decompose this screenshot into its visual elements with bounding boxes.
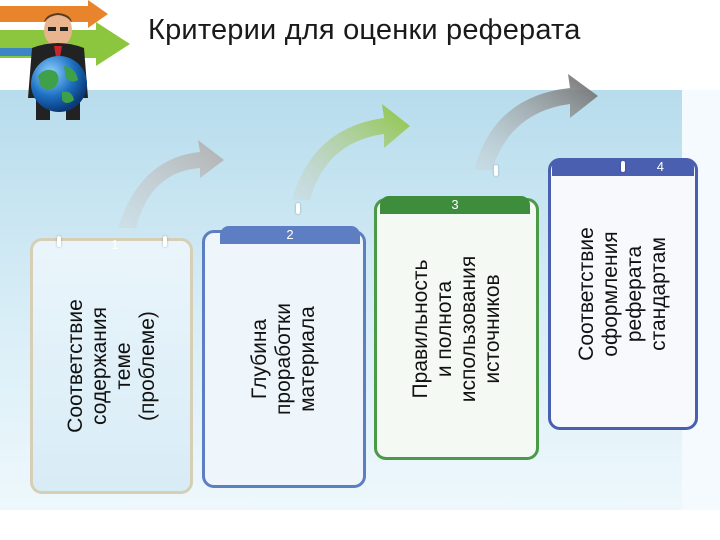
arrow-icon [292,104,410,200]
step-number-1: 1 [111,237,119,252]
pin-icon [621,161,625,172]
step-number-2: 2 [220,226,360,244]
step-text-3: Правильность и полнота использования ист… [408,255,504,403]
step-card-2: Глубина проработки материала [202,230,366,488]
pin-icon [296,203,300,214]
pin-icon [57,236,61,247]
step-text-1: Соответствие содержания теме (проблеме) [63,299,159,433]
step-card-3: Правильность и полнота использования ист… [374,198,539,460]
pin-icon [163,236,167,247]
step-card-1: Соответствие содержания теме (проблеме) [30,238,193,494]
step-card-4: Соответствие оформления реферата стандар… [548,158,698,430]
pin-icon [494,165,498,176]
arrow-icon [474,74,598,170]
step-text-2: Глубина проработки материала [248,303,319,415]
step-number-3: 3 [380,196,530,214]
step-text-4: Соответствие оформления реферата стандар… [575,227,670,361]
globe-icon [31,56,87,112]
arrow-icon [118,140,224,228]
page-title: Критерии для оценки реферата [148,14,581,46]
